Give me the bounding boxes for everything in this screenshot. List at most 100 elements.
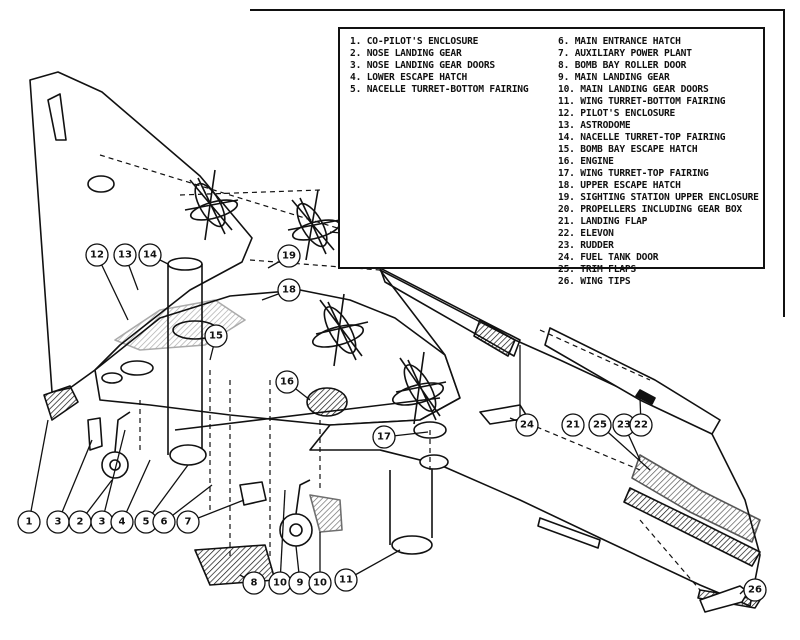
- callout-circle-14: [138, 243, 162, 267]
- landing-flap-ribs: [473, 319, 516, 357]
- callout-2: 2: [77, 517, 84, 528]
- callout-21: 21: [566, 420, 580, 431]
- parts-legend: 1. CO-PILOT'S ENCLOSURE 2. NOSE LANDING …: [338, 27, 765, 287]
- callout-circle-13: [113, 243, 137, 267]
- spar-line: [174, 397, 441, 431]
- right-wing-slot: [537, 517, 601, 549]
- callout-8: 8: [251, 578, 258, 589]
- callout-1: 1: [26, 517, 33, 528]
- callout-26: 26: [748, 585, 762, 596]
- legend-column-right: 6. MAIN ENTRANCE HATCH 7. AUXILIARY POWE…: [558, 36, 759, 288]
- callout-circle-7: [176, 510, 200, 534]
- left-wing-hatch: [87, 175, 115, 193]
- rudder: [631, 454, 761, 543]
- legend-column-left: 1. CO-PILOT'S ENCLOSURE 2. NOSE LANDING …: [350, 36, 529, 96]
- trim-flaps: [623, 487, 761, 567]
- callout-4: 4: [119, 517, 126, 528]
- callout-circle-24: [515, 413, 539, 437]
- callout-17: 17: [377, 432, 391, 443]
- callout-circle-12: [85, 243, 109, 267]
- cockpit-window-2: [120, 360, 154, 376]
- main-landing-gear: [279, 479, 343, 547]
- callout-6: 6: [161, 517, 168, 528]
- nose-window: [101, 372, 123, 384]
- auxiliary-power-plant: [239, 481, 267, 506]
- callout-circle-17: [372, 425, 396, 449]
- legend-item: 22. ELEVON: [558, 228, 614, 239]
- left-wing-slot: [47, 93, 67, 141]
- callout-15: 15: [209, 331, 223, 342]
- callout-circle-6: [152, 510, 176, 534]
- callout-14: 14: [143, 250, 157, 261]
- callout-12: 12: [90, 250, 104, 261]
- callout-circle-8: [242, 571, 266, 595]
- legend-item: 11. WING TURRET-BOTTOM FAIRING: [558, 96, 726, 107]
- legend-item: 20. PROPELLERS INCLUDING GEAR BOX: [558, 204, 743, 215]
- left-wing-tip-cap: [43, 385, 79, 421]
- callout-circle-1: [17, 510, 41, 534]
- legend-item: 12. PILOT'S ENCLOSURE: [558, 108, 676, 119]
- callout-circle-26: [743, 578, 767, 602]
- legend-item: 13. ASTRODOME: [558, 120, 631, 131]
- legend-item: 1. CO-PILOT'S ENCLOSURE: [350, 36, 479, 47]
- callout-circle-21: [561, 413, 585, 437]
- legend-item: 8. BOMB BAY ROLLER DOOR: [558, 60, 687, 71]
- engine-block: [306, 387, 348, 417]
- callout-24: 24: [520, 420, 534, 431]
- legend-item: 17. WING TURRET-TOP FAIRING: [558, 168, 709, 179]
- callout-circle-25: [588, 413, 612, 437]
- propeller-assembly-3: [311, 293, 369, 367]
- legend-item: 19. SIGHTING STATION UPPER ENCLOSURE: [558, 192, 759, 203]
- frame-right-border: [783, 9, 785, 317]
- callout-3b: 3: [99, 517, 106, 528]
- callout-circle-10b: [308, 571, 332, 595]
- legend-item: 18. UPPER ESCAPE HATCH: [558, 180, 681, 191]
- callout-circle-4: [110, 510, 134, 534]
- legend-item: 5. NACELLE TURRET-BOTTOM FAIRING: [350, 84, 529, 95]
- legend-item: 26. WING TIPS: [558, 276, 631, 287]
- frame-top-border: [250, 9, 785, 11]
- legend-item: 10. MAIN LANDING GEAR DOORS: [558, 84, 709, 95]
- callout-10: 10: [273, 578, 287, 589]
- legend-item: 25. TRIM FLAPS: [558, 264, 637, 275]
- legend-item: 2. NOSE LANDING GEAR: [350, 48, 462, 59]
- legend-item: 9. MAIN LANDING GEAR: [558, 72, 670, 83]
- callout-circle-19: [277, 244, 301, 268]
- callout-18: 18: [282, 285, 296, 296]
- propeller-assembly-4: [391, 351, 447, 425]
- legend-item: 4. LOWER ESCAPE HATCH: [350, 72, 468, 83]
- callout-3: 3: [55, 517, 62, 528]
- wing-tip-piece: [699, 585, 749, 613]
- legend-item: 14. NACELLE TURRET-TOP FAIRING: [558, 132, 726, 143]
- elevon-edge: [635, 389, 656, 405]
- callout-23: 23: [617, 420, 631, 431]
- callout-10b: 10: [313, 578, 327, 589]
- callout-25: 25: [593, 420, 607, 431]
- nose-landing-gear: [87, 411, 131, 479]
- callout-11: 11: [339, 575, 353, 586]
- legend-item: 6. MAIN ENTRANCE HATCH: [558, 36, 681, 47]
- callout-22: 22: [634, 420, 648, 431]
- callout-16: 16: [280, 377, 294, 388]
- callout-circle-16: [275, 370, 299, 394]
- legend-item: 16. ENGINE: [558, 156, 614, 167]
- legend-item: 15. BOMB BAY ESCAPE HATCH: [558, 144, 698, 155]
- callout-circle-15: [204, 324, 228, 348]
- callout-5: 5: [143, 517, 150, 528]
- legend-item: 3. NOSE LANDING GEAR DOORS: [350, 60, 495, 71]
- callout-circle-22: [629, 413, 653, 437]
- landing-flap: [379, 267, 521, 357]
- nacelle-bottom-fairing: [169, 444, 207, 466]
- callout-13: 13: [118, 250, 132, 261]
- callout-9: 9: [297, 578, 304, 589]
- propeller-assembly-1: [184, 169, 239, 241]
- callout-7: 7: [185, 517, 192, 528]
- legend-item: 23. RUDDER: [558, 240, 614, 251]
- callout-19: 19: [282, 251, 296, 262]
- legend-item: 7. AUXILIARY POWER PLANT: [558, 48, 692, 59]
- elevon: [544, 327, 721, 435]
- callout-circle-11: [334, 568, 358, 592]
- callout-circle-18: [277, 278, 301, 302]
